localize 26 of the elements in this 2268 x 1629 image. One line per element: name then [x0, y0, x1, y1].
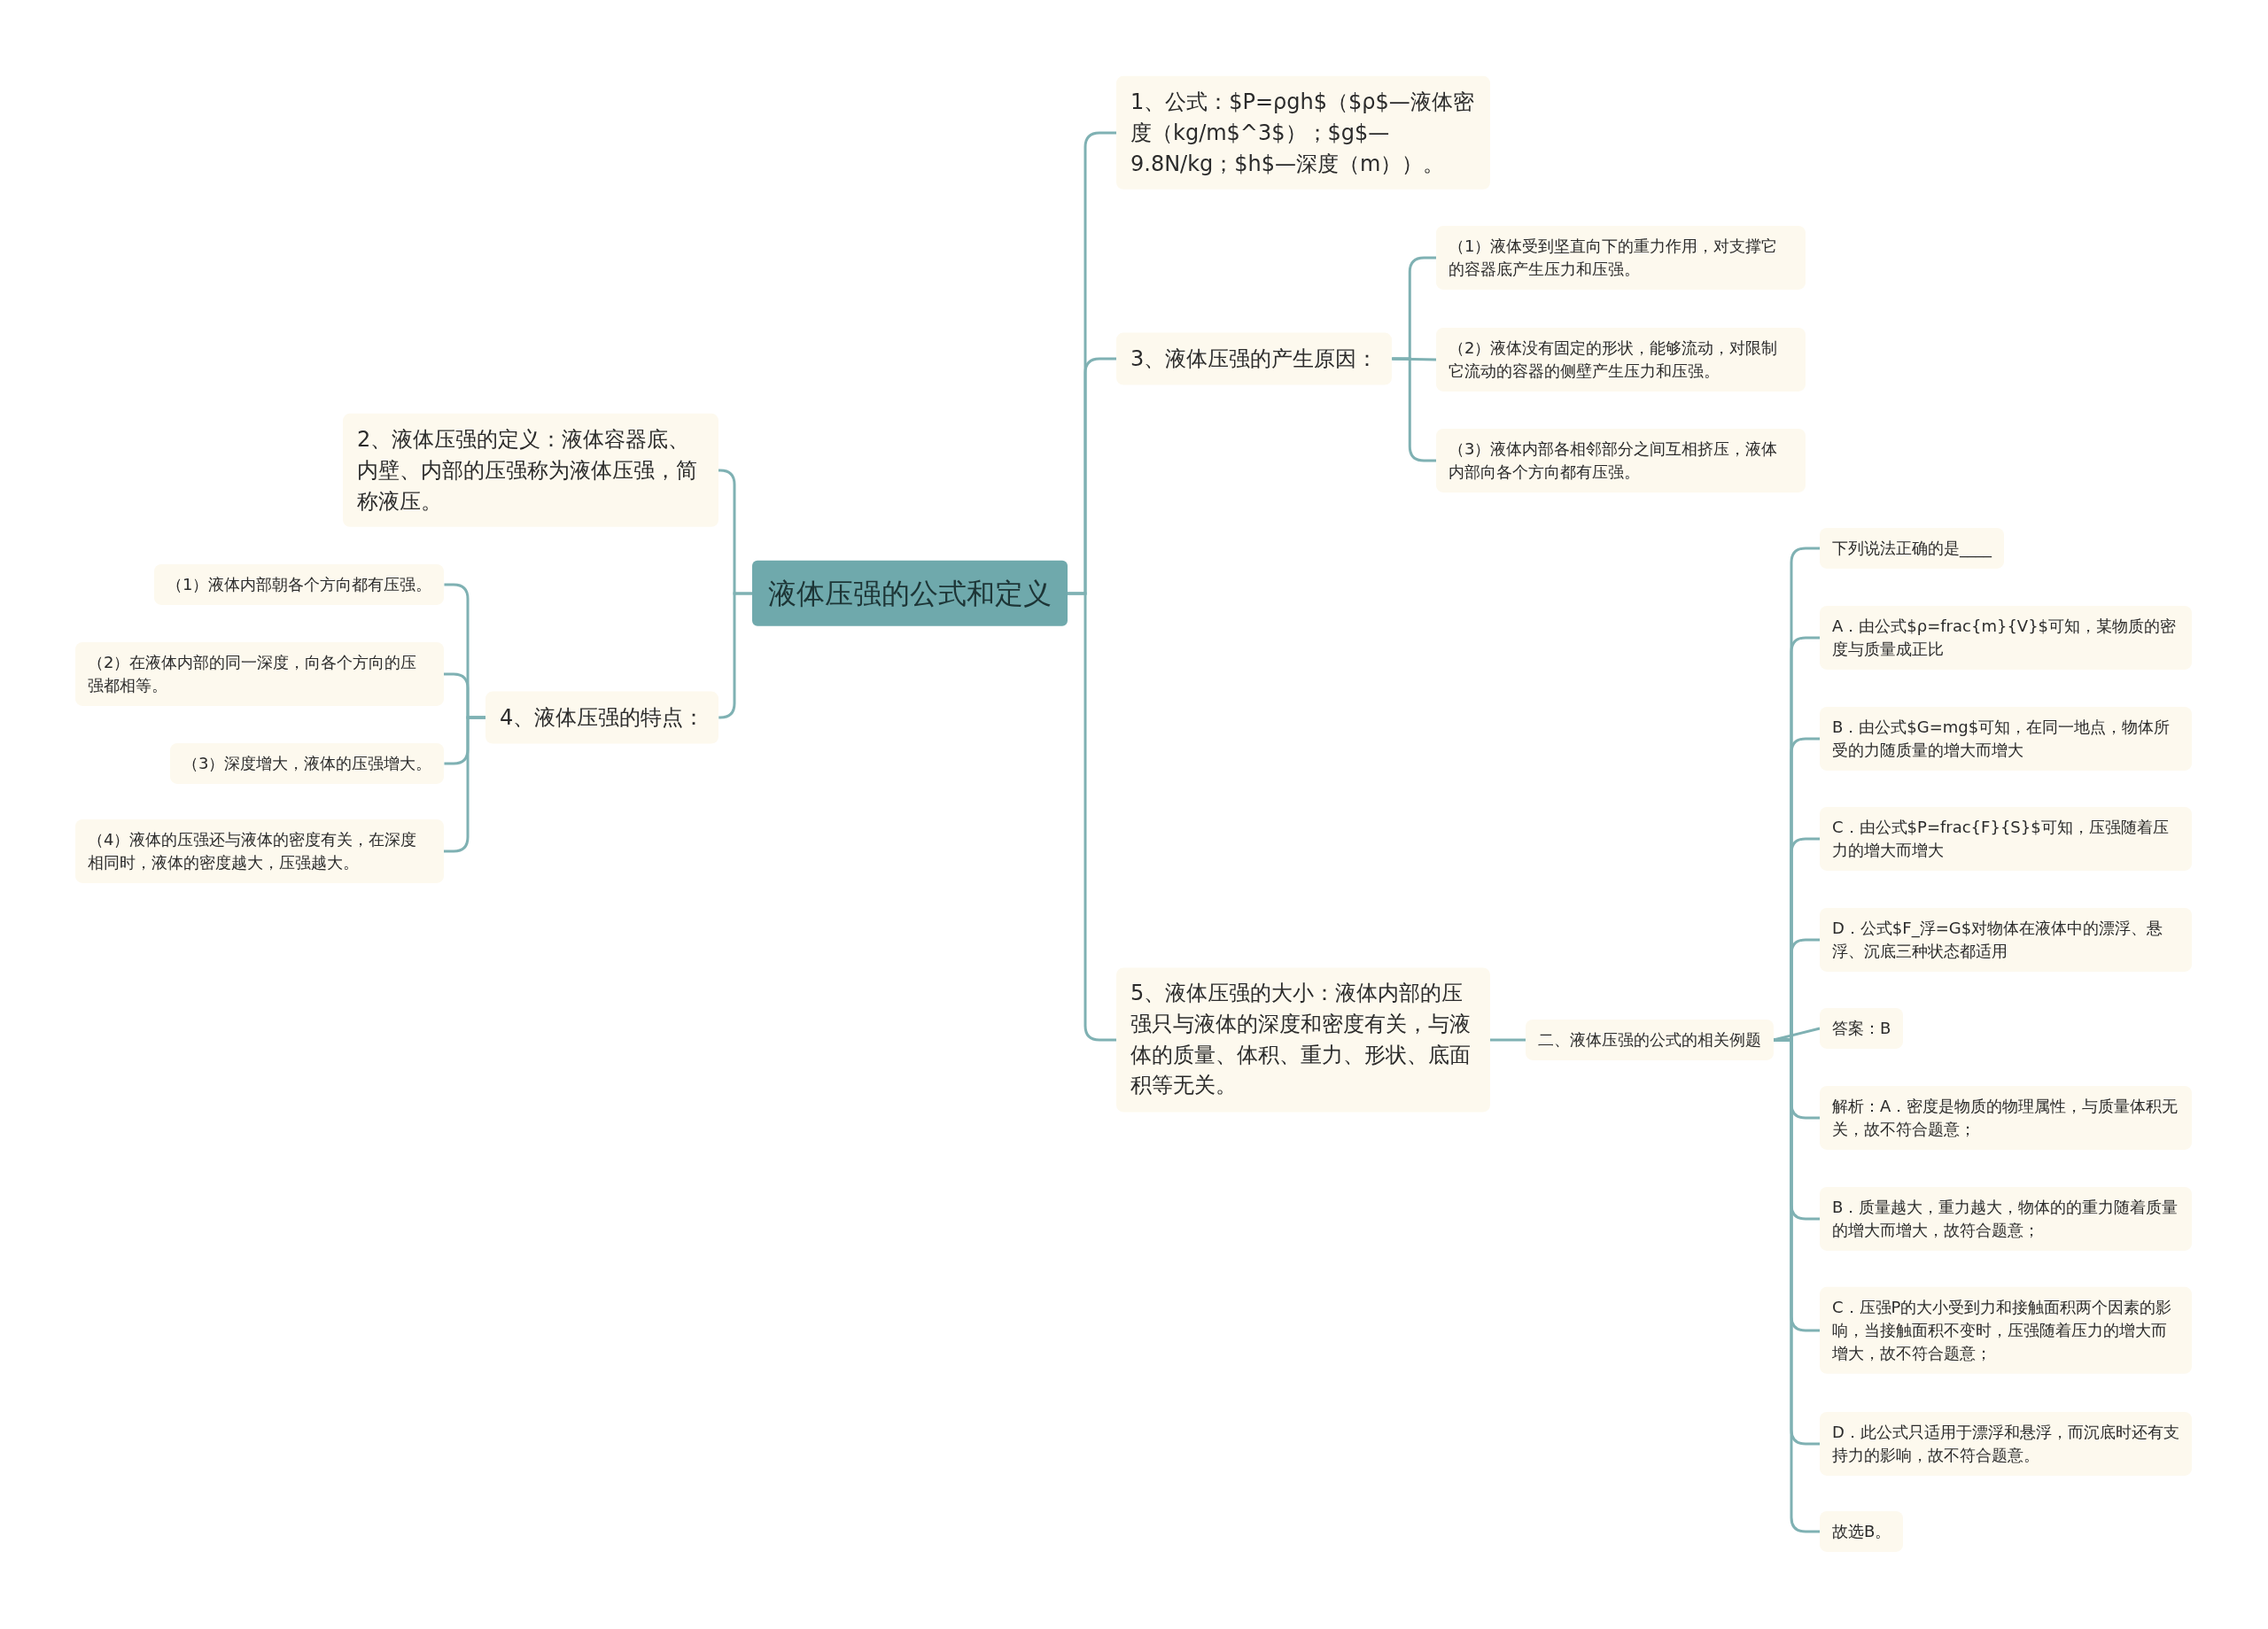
- subtopic-box: B．由公式$G=mg$可知，在同一地点，物体所受的力随质量的增大而增大: [1820, 706, 2192, 772]
- subtopic-box: 答案：B: [1820, 1007, 1904, 1050]
- subtopic-box: 下列说法正确的是____: [1820, 527, 2004, 570]
- subtopic-box: 解析：A．密度是物质的物理属性，与质量体积无关，故不符合题意；: [1820, 1085, 2192, 1151]
- subtopic-box: （3）深度增大，液体的压强增大。: [170, 742, 445, 785]
- subtopic-box: B．质量越大，重力越大，物体的的重力随着质量的增大而增大，故符合题意；: [1820, 1186, 2192, 1252]
- central-topic-box: 液体压强的公式和定义: [752, 560, 1068, 627]
- subtopic-box: （3）液体内部各相邻部分之间互相挤压，液体内部向各个方向都有压强。: [1436, 428, 1806, 493]
- topic-box: 1、公式：$P=ρgh$（$ρ$—液体密度（kg/m$^3$）；$g$—9.8N/kg；$h$—深度（m））。: [1116, 75, 1490, 190]
- subtopic-box: （1）液体内部朝各个方向都有压强。: [154, 563, 445, 606]
- topic-box: 2、液体压强的定义：液体容器底、内壁、内部的压强称为液体压强，简称液压。: [343, 413, 718, 528]
- subtopic-box: （4）液体的压强还与液体的密度有关，在深度相同时，液体的密度越大，压强越大。: [75, 818, 444, 884]
- subtopic-box: （2）在液体内部的同一深度，向各个方向的压强都相等。: [75, 641, 444, 707]
- topic-box: 4、液体压强的特点：: [485, 691, 719, 744]
- subtopic-box: （1）液体受到坚直向下的重力作用，对支撑它的容器底产生压力和压强。: [1436, 225, 1806, 291]
- subtopic-box: C．压强P的大小受到力和接触面积两个因素的影响，当接触面积不变时，压强随着压力的增大而增大，故不符合题意；: [1820, 1286, 2192, 1375]
- topic-box: 5、液体压强的大小：液体内部的压强只与液体的深度和密度有关，与液体的质量、体积、重力、形状、底面积等无关。: [1116, 967, 1490, 1113]
- subtopic-box: 故选B。: [1820, 1510, 1904, 1553]
- subtopic-box: D．此公式只适用于漂浮和悬浮，而沉底时还有支持力的影响，故不符合题意。: [1820, 1411, 2192, 1477]
- subtopic-box: 二、液体压强的公式的相关例题: [1526, 1019, 1774, 1061]
- subtopic-box: D．公式$F_浮=G$对物体在液体中的漂浮、悬浮、沉底三种状态都适用: [1820, 907, 2192, 973]
- subtopic-box: （2）液体没有固定的形状，能够流动，对限制它流动的容器的侧壁产生压力和压强。: [1436, 327, 1806, 392]
- connector-line: [1490, 1038, 1526, 1042]
- subtopic-box: A．由公式$ρ=frac{m}{V}$可知，某物质的密度与质量成正比: [1820, 605, 2192, 671]
- topic-box: 3、液体压强的产生原因：: [1116, 332, 1393, 385]
- subtopic-box: C．由公式$P=frac{F}{S}$可知，压强随着压力的增大而增大: [1820, 806, 2192, 872]
